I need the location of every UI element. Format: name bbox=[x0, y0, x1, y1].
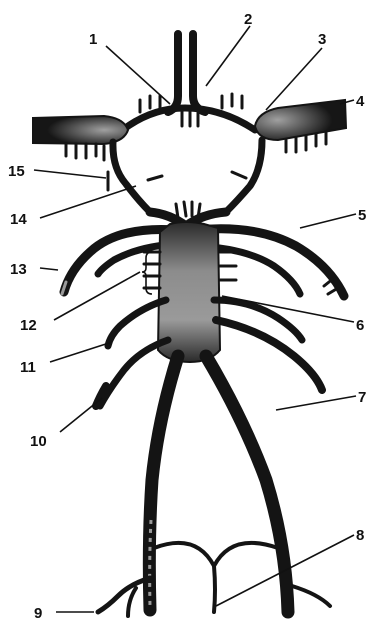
label-9: 9 bbox=[34, 605, 42, 622]
top-vessel-right bbox=[193, 34, 205, 112]
bottom-right-twig bbox=[292, 586, 330, 606]
leader-1 bbox=[106, 46, 170, 104]
leader-2 bbox=[206, 26, 250, 86]
leader-5 bbox=[300, 214, 356, 228]
left-posterior-connector bbox=[113, 142, 150, 212]
label-5: 5 bbox=[358, 207, 366, 224]
label-8: 8 bbox=[356, 527, 364, 544]
right-descending-vessel bbox=[206, 356, 288, 612]
label-11: 11 bbox=[20, 359, 36, 376]
bottom-left-twig bbox=[128, 588, 136, 616]
bottom-left-branch bbox=[98, 578, 150, 612]
label-7: 7 bbox=[358, 389, 366, 406]
left-descending-vessel bbox=[149, 356, 178, 610]
label-4: 4 bbox=[356, 93, 365, 110]
leader-15 bbox=[34, 170, 106, 178]
lower-arch-stem bbox=[214, 566, 215, 612]
leader-6 bbox=[222, 296, 354, 322]
label-6: 6 bbox=[356, 317, 364, 334]
label-12: 12 bbox=[20, 317, 37, 334]
top-vessel-left bbox=[168, 34, 178, 112]
label-14: 14 bbox=[10, 211, 27, 228]
label-1: 1 bbox=[89, 31, 97, 48]
label-3: 3 bbox=[318, 31, 326, 48]
leader-14 bbox=[40, 186, 136, 218]
label-10: 10 bbox=[30, 433, 47, 450]
lower-arch bbox=[154, 543, 278, 566]
label-13: 13 bbox=[10, 261, 27, 278]
leader-3 bbox=[266, 48, 322, 110]
leader-13 bbox=[40, 268, 58, 270]
leader-7 bbox=[276, 396, 356, 410]
leader-10 bbox=[60, 398, 102, 432]
right-long-arm bbox=[216, 320, 322, 390]
label-15: 15 bbox=[8, 163, 25, 180]
label-2: 2 bbox=[244, 11, 252, 28]
leader-11 bbox=[50, 342, 112, 362]
